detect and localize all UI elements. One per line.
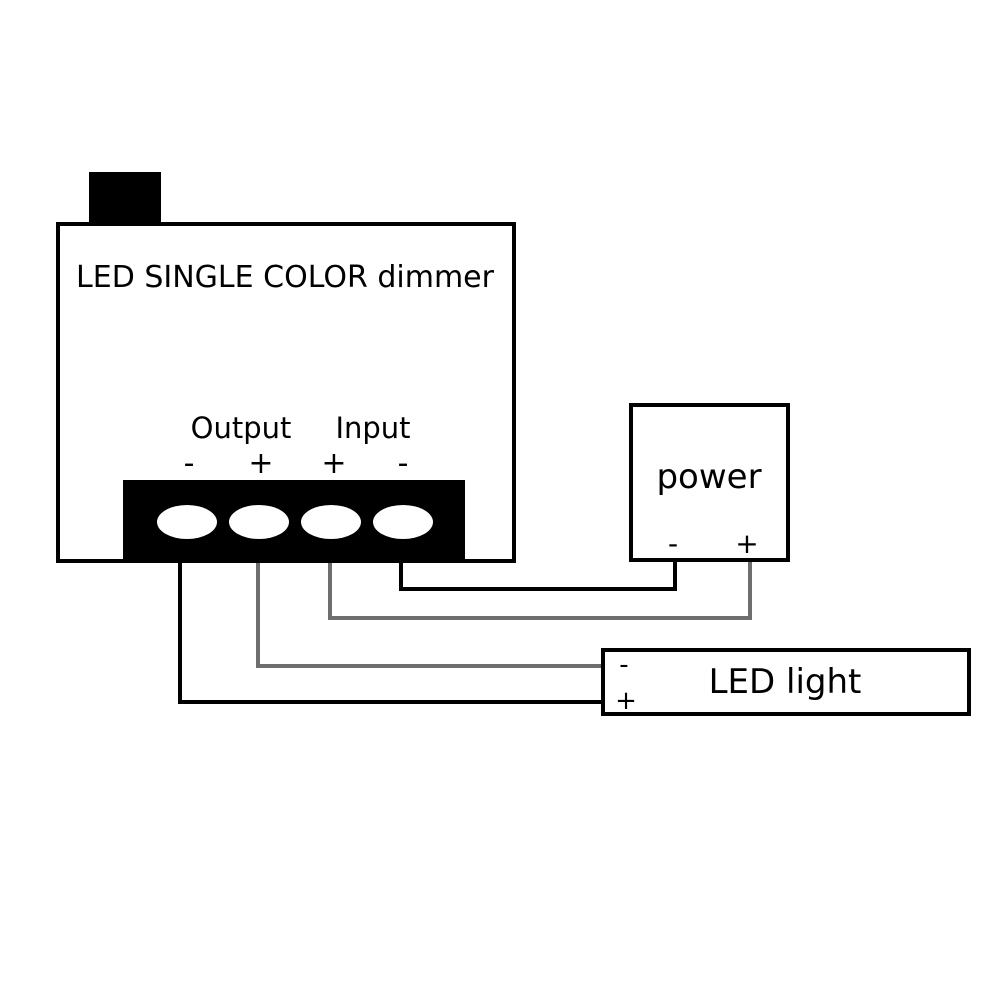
wire-output-plus: [256, 522, 603, 668]
power-plus-sign: +: [735, 527, 758, 560]
terminal-hole-output-plus: [229, 505, 289, 539]
led-light-plus-sign: +: [615, 686, 637, 716]
led-light-box: [601, 648, 971, 716]
terminal-hole-input-plus: [301, 505, 361, 539]
power-box: [629, 403, 790, 562]
led-light-minus-sign: -: [619, 650, 628, 680]
wire-output-minus: [178, 560, 603, 704]
terminal-sign-input-minus: -: [398, 446, 409, 481]
terminal-hole-output-minus: [157, 505, 217, 539]
input-label: Input: [335, 411, 410, 445]
terminal-hole-input-minus: [373, 505, 433, 539]
power-minus-sign: -: [668, 527, 678, 560]
wire-input-minus: [399, 560, 677, 591]
terminal-sign-output-minus: -: [184, 446, 195, 481]
dimmer-title: LED SINGLE COLOR dimmer: [76, 260, 495, 295]
terminal-sign-output-plus: +: [248, 446, 273, 481]
terminal-sign-input-plus: +: [321, 446, 346, 481]
output-label: Output: [191, 411, 292, 445]
wire-input-plus: [328, 522, 752, 620]
dimmer-knob: [89, 172, 161, 224]
led-light-label: LED light: [709, 662, 862, 702]
power-label: power: [656, 457, 761, 497]
